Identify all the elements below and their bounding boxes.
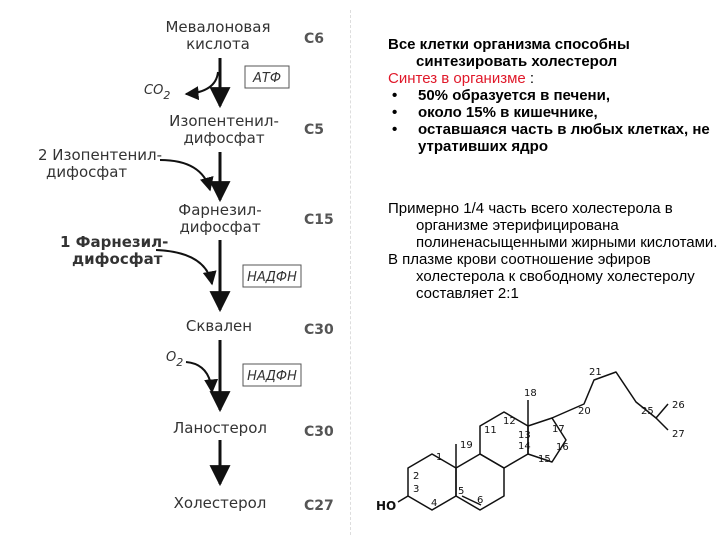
- mevalonic-acid-label: Мевалоновая: [165, 18, 270, 36]
- carbon-count-c15: С15: [304, 212, 334, 228]
- atom-3: 3: [413, 484, 419, 495]
- esterification-text-block: Примерно 1/4 часть всего холестерола в о…: [388, 200, 718, 302]
- atp-box: [244, 65, 290, 89]
- synthesis-heading: Синтез в организме :: [388, 70, 535, 87]
- atom-11: 11: [484, 425, 497, 436]
- farnesyl-label: Фарнезил-: [178, 201, 261, 219]
- atom-25: 25: [641, 406, 654, 417]
- arrow-farnesyl-in: [155, 249, 217, 286]
- farnesyl-label-2: дифосфат: [179, 218, 260, 236]
- intro-text: Все клетки организма способны синтезиров…: [388, 36, 630, 70]
- atom-20: 20: [578, 406, 591, 417]
- ipp2-label: 2 Изопентенил-: [38, 146, 162, 164]
- nadph-box-1: [242, 264, 302, 288]
- hydroxyl-bond: [397, 495, 409, 503]
- atom-12: 12: [503, 416, 516, 427]
- atom-17: 17: [552, 424, 565, 435]
- lanosterol-label: Ланостерол: [173, 419, 267, 437]
- atom-1: 1: [436, 452, 442, 463]
- side-chain-27: [655, 417, 669, 431]
- farnesyl1-label-2: дифосфат: [72, 250, 163, 268]
- atom-18: 18: [524, 388, 537, 399]
- carbon-count-c27: С27: [304, 498, 334, 514]
- atom-5: 5: [458, 486, 464, 497]
- plasma-ratio-paragraph: В плазме крови соотношение эфиров холест…: [388, 251, 695, 302]
- arrow-co2-out: [184, 71, 219, 101]
- column-divider: [350, 10, 351, 535]
- co2-label: CO2: [144, 83, 170, 102]
- ring-d: [527, 417, 567, 463]
- hydroxyl-label: HO: [376, 499, 396, 513]
- list-item: •оставшаяся часть в любых клетках, не ут…: [392, 121, 710, 155]
- atom-2: 2: [413, 471, 419, 482]
- synthesis-text-block: Все клетки организма способны синтезиров…: [388, 36, 718, 155]
- mevalonic-acid-label-2: кислота: [186, 35, 250, 53]
- farnesyl1-label: 1 Фарнезил-: [60, 233, 168, 251]
- cholesterol-structure: [397, 371, 669, 511]
- carbon-count-c6: С6: [304, 31, 324, 47]
- atp-label: АТФ: [252, 71, 281, 86]
- atom-14: 14: [518, 441, 531, 452]
- atom-16: 16: [556, 442, 569, 453]
- atom-15: 15: [538, 454, 551, 465]
- list-item: •50% образуется в печени,: [392, 87, 611, 104]
- nadph-label-2: НАДФН: [247, 369, 297, 384]
- atom-21: 21: [589, 367, 602, 378]
- double-bond: [461, 495, 482, 506]
- o2-label: O2: [166, 350, 183, 369]
- cholesterol-label: Холестерол: [174, 494, 267, 512]
- arrow-ipp-in: [159, 159, 214, 192]
- arrow-o2-in: [185, 361, 219, 394]
- atom-4: 4: [431, 498, 437, 509]
- atom-27: 27: [672, 429, 685, 440]
- ipp-label-2: дифосфат: [183, 129, 264, 147]
- nadph-label-1: НАДФН: [247, 270, 297, 285]
- nadph-box-2: [242, 363, 302, 387]
- atom-19: 19: [460, 440, 473, 451]
- atom-13: 13: [518, 430, 531, 441]
- synthesis-list: •50% образуется в печени, •около 15% в к…: [388, 87, 718, 155]
- carbon-count-c30-1: С30: [304, 322, 334, 338]
- carbon-count-c30-2: С30: [304, 424, 334, 440]
- atom-26: 26: [672, 400, 685, 411]
- atom-6: 6: [477, 495, 483, 506]
- list-item: •около 15% в кишечнике,: [392, 104, 598, 121]
- esterification-paragraph: Примерно 1/4 часть всего холестерола в о…: [388, 200, 718, 251]
- ipp2-label-2: дифосфат: [46, 163, 127, 181]
- ipp-label: Изопентенил-: [169, 112, 279, 130]
- carbon-count-c5: С5: [304, 122, 324, 138]
- squalene-label: Сквален: [186, 317, 252, 335]
